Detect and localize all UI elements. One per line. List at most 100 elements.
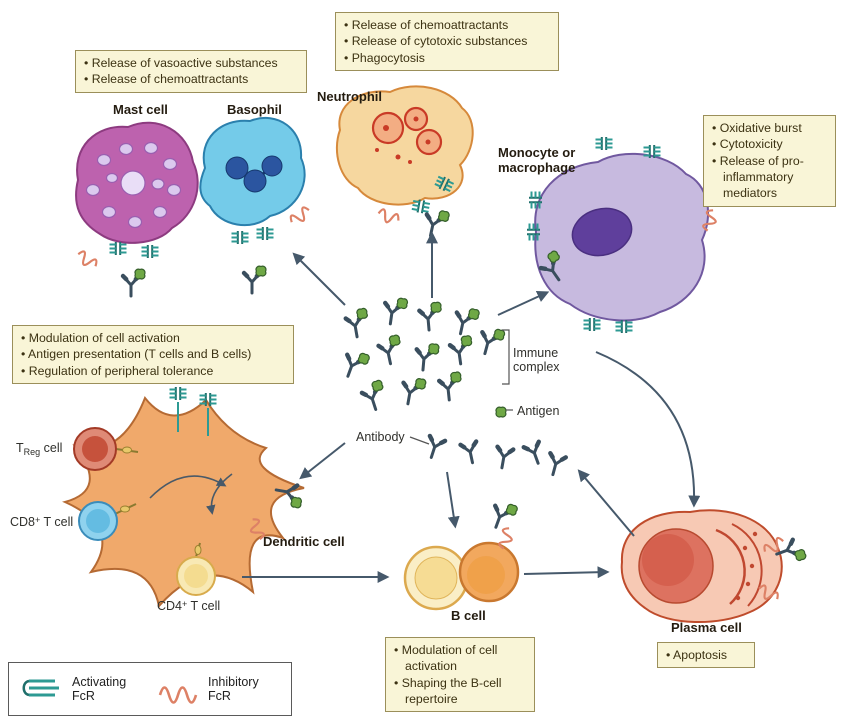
note-item: • Release of pro-inflammatory mediators [712,153,804,201]
mast-cell-label: Mast cell [113,102,168,117]
antibody-icon [524,442,546,466]
arrow-to-mast-basophil [292,252,346,306]
dendritic-receptors [168,386,305,543]
note-neutrophil: • Release of chemoattractants • Release … [335,12,559,72]
activating-fcr-icon [168,386,188,401]
label-text: cell [40,441,63,455]
fcr-legend: Activating FcR Inhibitory FcR [8,662,292,716]
immune-complex-icon [423,208,450,239]
dendritic-internal-arrow [149,475,227,499]
plasma-cell-label: Plasma cell [671,620,742,635]
activating-fcr-icon [108,241,128,256]
note-item: • Antigen presentation (T cells and B ce… [21,347,252,362]
mast-granules [85,141,182,229]
note-item: • Release of chemoattractants [344,18,509,32]
activating-fcr-icon [594,136,614,151]
arrow-to-b-cell [446,471,460,529]
note-item: • Modulation of cell activation [21,331,180,345]
label-text: T cell [40,515,74,529]
treg-cell [73,427,139,471]
immune-complex-icon [345,308,371,338]
note-item: • Release of cytotoxic substances [344,34,528,49]
antigen-icon [495,406,507,418]
neutrophil-cell [335,85,474,239]
immune-complex-icon [453,306,480,337]
antigen-label: Antigen [517,404,560,418]
plasma-cell [620,509,807,624]
activating-fcr-icon [582,317,602,332]
basophil-label: Basophil [227,102,282,117]
immune-complex-label: Immune complex [513,346,560,375]
legend-label-inhibitory: Inhibitory FcR [208,674,259,703]
label-text: CD8 [10,515,36,529]
antibody-icon [424,436,445,460]
immune-complex-icon [419,302,443,331]
arrow-plasma-to-antibody [577,469,635,537]
antibody-label: Antibody [356,430,405,444]
basophil-cell [199,116,314,293]
dendritic-cell [62,386,305,609]
label-text: CD4 [157,599,183,613]
activating-fcr-icon [140,244,160,259]
immune-complex-icon [123,269,145,296]
inhibitory-fcr-icon [497,525,516,552]
note-dendritic: • Modulation of cell activation • Antige… [12,325,294,385]
note-item: • Modulation of cell activation [394,643,498,674]
monocyte-nucleus [571,207,633,257]
immune-complex-icon [377,335,404,366]
activating-fcr-icon [230,230,250,245]
immune-complex-icon [488,499,518,532]
immune-complex-icon [415,343,439,372]
immune-complex-icon [400,376,426,406]
note-item: • Phagocytosis [344,50,425,65]
arrow-b-cell-to-plasma [523,566,610,579]
immune-complex-icon [360,380,389,412]
immune-complex-icon [382,296,407,326]
immune-complex-cluster [340,296,565,476]
note-b-cell: • Modulation of cell activation • Shapin… [385,637,535,713]
immune-complex-bracket [502,329,510,385]
activating-fcr-icon [255,226,275,241]
note-item: • Release of chemoattractants [84,72,249,87]
arrow-to-plasma [595,351,701,508]
monocyte-cell [526,136,720,334]
mast-central-granule [120,170,146,196]
neutrophil-granules [375,116,431,164]
note-mast-basophil: • Release of vasoactive substances • Rel… [75,50,307,93]
plasma-nucleus-inner [642,534,694,586]
cd8-t-cell [78,501,137,541]
b-cell [403,499,520,611]
arrow-to-monocyte [497,291,550,316]
label-subscript: Reg [23,447,41,457]
legend-item-activating: Activating FcR [19,674,145,704]
antibody-icon [494,447,513,469]
note-item: • Regulation of peripheral tolerance [21,363,214,378]
legend-item-inhibitory: Inhibitory FcR [155,674,281,704]
inhibitory-fcr-icon [74,248,100,272]
dendritic-cell-label: Dendritic cell [263,534,345,549]
arrow-to-dendritic [299,442,346,480]
immune-complex-icon [340,348,370,381]
cd4-t-cell [176,542,216,596]
cd4-t-cell-label: CD4+ T cell [157,599,220,613]
antibody-icon [545,453,566,476]
antibody-pointer-line [409,436,430,445]
plasma-granules [735,531,758,601]
inhibitory-fcr-icon [287,204,314,228]
antibody-icon [461,442,481,465]
inhibitory-fcr-icon [375,207,402,227]
activating-fcr-icon [614,319,634,334]
note-monocyte: • Oxidative burst • Cytotoxicity • Relea… [703,115,836,207]
immune-complex-icon [244,266,266,293]
note-item: • Cytotoxicity [712,137,783,152]
label-text: T cell [187,599,221,613]
cd8-t-cell-label: CD8+ T cell [10,515,73,529]
immune-complex-icon [438,372,463,401]
mast-cell [74,121,199,296]
activating-fcr-icon [22,679,59,697]
immune-complex-icon [477,326,505,358]
inhibitory-fcr-icon [158,686,198,704]
note-item: • Oxidative burst [712,121,802,135]
